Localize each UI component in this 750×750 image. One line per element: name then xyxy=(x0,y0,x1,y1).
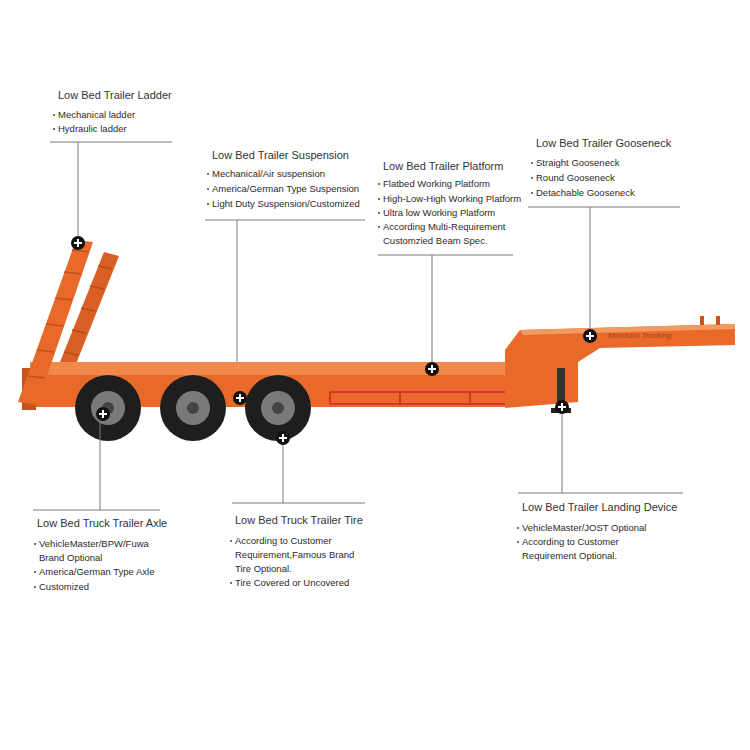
option-text: Flatbed Working Platform xyxy=(383,177,528,191)
option-item: According Multi-Requirement Customzied B… xyxy=(378,220,520,248)
option-item: Flatbed Working Platform xyxy=(378,177,528,191)
gooseneck xyxy=(505,324,735,408)
option-item: Detachable Gooseneck xyxy=(531,186,681,200)
option-item: VehicleMaster/BPW/Fuwa Brand Optional xyxy=(34,537,156,565)
bullet-dot xyxy=(378,183,380,185)
option-item: Straight Gooseneck xyxy=(531,156,681,170)
deck-top xyxy=(30,362,515,375)
option-item: Ultra low Working Platform xyxy=(378,206,528,220)
option-text: Light Duty Suspension/Customized xyxy=(212,197,377,211)
option-item: According to Customer Requirement Option… xyxy=(517,535,639,563)
option-item: Customized xyxy=(34,580,184,594)
callout-heading: Low Bed Trailer Landing Device xyxy=(522,500,677,514)
bullet-dot xyxy=(531,177,533,179)
option-item: Mechanical/Air suspension xyxy=(207,167,377,181)
callout-heading: Low Bed Trailer Ladder xyxy=(58,88,172,102)
bullet-dot xyxy=(207,203,209,205)
option-item: America/German Type Axle xyxy=(34,565,184,579)
option-item: Round Gooseneck xyxy=(531,171,681,185)
option-item: Hydraulic ladder xyxy=(53,122,193,136)
option-text: Mechanical ladder xyxy=(58,108,193,122)
bullet-dot xyxy=(378,226,380,228)
option-text: Round Gooseneck xyxy=(536,171,681,185)
bullet-dot xyxy=(531,192,533,194)
callout-markers xyxy=(71,236,597,445)
bullet-dot xyxy=(378,198,380,200)
bullet-dot xyxy=(34,543,36,545)
option-item: High-Low-High Working Platform xyxy=(378,192,528,206)
option-item: According to Customer Requirement,Famous… xyxy=(230,534,362,576)
bullet-dot xyxy=(378,212,380,214)
bullet-dot xyxy=(230,582,232,584)
option-text: America/German Type Suspension xyxy=(212,182,377,196)
ladder-ramp xyxy=(18,240,93,405)
bullet-dot xyxy=(207,173,209,175)
gooseneck-post xyxy=(716,316,720,325)
ladder-rungs xyxy=(28,250,89,378)
bullet-dot xyxy=(531,162,533,164)
callout-heading: Low Bed Trailer Suspension xyxy=(212,148,349,162)
option-item: America/German Type Suspension xyxy=(207,182,377,196)
bullet-dot xyxy=(207,188,209,190)
option-text: According to Customer Requirement Option… xyxy=(522,535,639,563)
leader-lines xyxy=(33,142,683,510)
option-text: Hydraulic ladder xyxy=(58,122,193,136)
side-rail xyxy=(330,392,520,404)
bullet-dot xyxy=(34,586,36,588)
option-text: Detachable Gooseneck xyxy=(536,186,681,200)
wheels xyxy=(75,375,311,441)
option-text: America/German Type Axle xyxy=(39,565,184,579)
option-text: VehicleMaster/BPW/Fuwa Brand Optional xyxy=(39,537,156,565)
callout-heading: Low Bed Truck Trailer Tire xyxy=(235,513,363,527)
watermark: Morrison Trucking xyxy=(608,331,671,341)
gooseneck-post xyxy=(700,316,704,325)
bullet-dot xyxy=(230,540,232,542)
option-text: High-Low-High Working Platform xyxy=(383,192,528,206)
bullet-dot xyxy=(517,541,519,543)
callout-heading: Low Bed Truck Trailer Axle xyxy=(37,516,167,530)
bullet-dot xyxy=(34,571,36,573)
option-text: Straight Gooseneck xyxy=(536,156,681,170)
bullet-dot xyxy=(53,114,55,116)
option-text: According to Customer Requirement,Famous… xyxy=(235,534,362,576)
bullet-dot xyxy=(53,128,55,130)
option-text: Ultra low Working Platform xyxy=(383,206,528,220)
callout-heading: Low Bed Trailer Gooseneck xyxy=(536,136,671,150)
option-item: Light Duty Suspension/Customized xyxy=(207,197,377,211)
option-text: Mechanical/Air suspension xyxy=(212,167,377,181)
option-item: Tire Covered or Uncovered xyxy=(230,576,380,590)
option-text: Tire Covered or Uncovered xyxy=(235,576,380,590)
bullet-dot xyxy=(517,527,519,529)
option-item: VehicleMaster/JOST Optional xyxy=(517,521,707,535)
option-text: According Multi-Requirement Customzied B… xyxy=(383,220,520,248)
option-item: Mechanical ladder xyxy=(53,108,193,122)
option-text: VehicleMaster/JOST Optional xyxy=(522,521,707,535)
callout-heading: Low Bed Trailer Platform xyxy=(383,159,503,173)
option-text: Customized xyxy=(39,580,184,594)
